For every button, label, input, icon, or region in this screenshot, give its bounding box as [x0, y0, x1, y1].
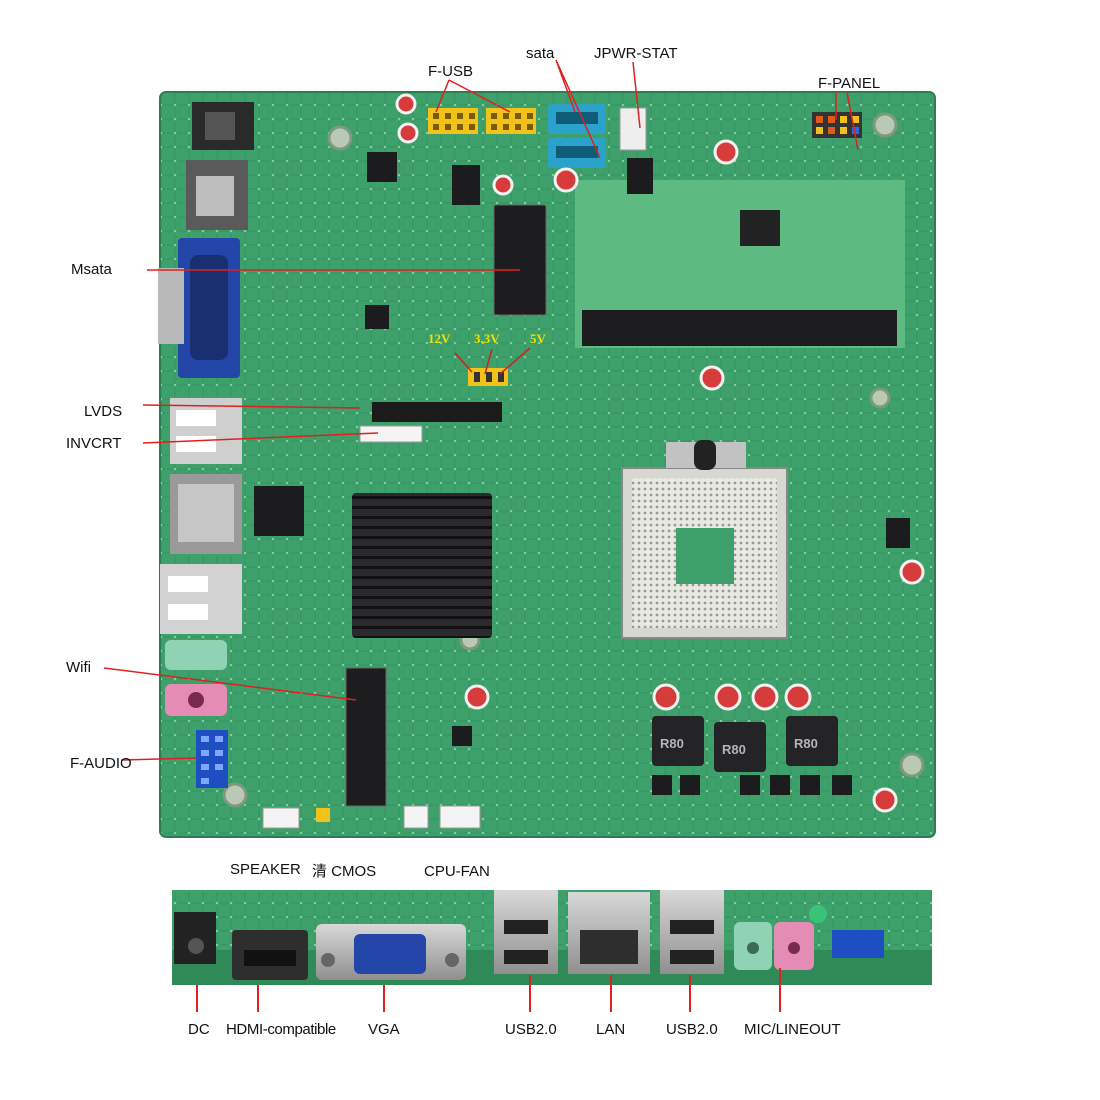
label-lvds: LVDS [84, 403, 123, 420]
power-jumpers [468, 368, 508, 386]
main-board: R80 R80 R80 [103, 59, 936, 838]
io-label-usb-right: USB2.0 [666, 1021, 718, 1038]
label-msata: Msata [71, 261, 112, 278]
callout-lines [103, 59, 859, 761]
io-label-hdmi: HDMI-compatible [226, 1021, 336, 1038]
sodimm-slot [575, 180, 905, 348]
f-audio-header [196, 730, 228, 788]
label-cpu-fan: CPU-FAN [424, 863, 490, 880]
io-label-lan: LAN [596, 1021, 626, 1038]
io-label-usb-left: USB2.0 [505, 1021, 557, 1038]
wifi-slot [345, 667, 387, 807]
lvds-header [372, 402, 502, 422]
label-12v: 12V [428, 331, 451, 346]
cpu-socket [621, 440, 788, 639]
misc-chips [254, 152, 910, 795]
label-f-audio: F-AUDIO [70, 755, 132, 772]
label-f-panel: F-PANEL [818, 75, 881, 92]
sata-ports [548, 104, 606, 168]
label-invcrt: INVCRT [66, 435, 122, 452]
label-5v: 5V [530, 331, 546, 346]
label-f-usb: F-USB [428, 63, 473, 80]
bottom-headers [262, 805, 481, 829]
rear-io-left [158, 102, 254, 378]
io-callout-lines [196, 968, 781, 1012]
io-label-dc: DC [188, 1021, 210, 1038]
capacitors [395, 93, 925, 813]
r80-inductors [652, 716, 838, 772]
label-jpwr-stat: JPWR-STAT [594, 45, 678, 62]
r80-label: R80 [794, 736, 818, 751]
f-usb-headers [428, 108, 536, 134]
label-speaker: SPEAKER [230, 861, 301, 878]
msata-slot [493, 204, 547, 316]
r80-label: R80 [722, 742, 746, 757]
io-panel-strip [172, 890, 932, 985]
label-3-3v: 3.3V [474, 331, 500, 346]
label-wifi: Wifi [66, 659, 91, 676]
r80-silk-labels: R80 R80 R80 [660, 736, 818, 757]
label-sata: sata [526, 45, 555, 62]
jpwr-stat-connector [619, 107, 647, 151]
label-cmos: 清 CMOS [312, 863, 377, 880]
chipset-heatsink [352, 493, 492, 638]
io-label-vga: VGA [368, 1021, 400, 1038]
r80-label: R80 [660, 736, 684, 751]
io-label-mic-lineout: MIC/LINEOUT [744, 1021, 841, 1038]
